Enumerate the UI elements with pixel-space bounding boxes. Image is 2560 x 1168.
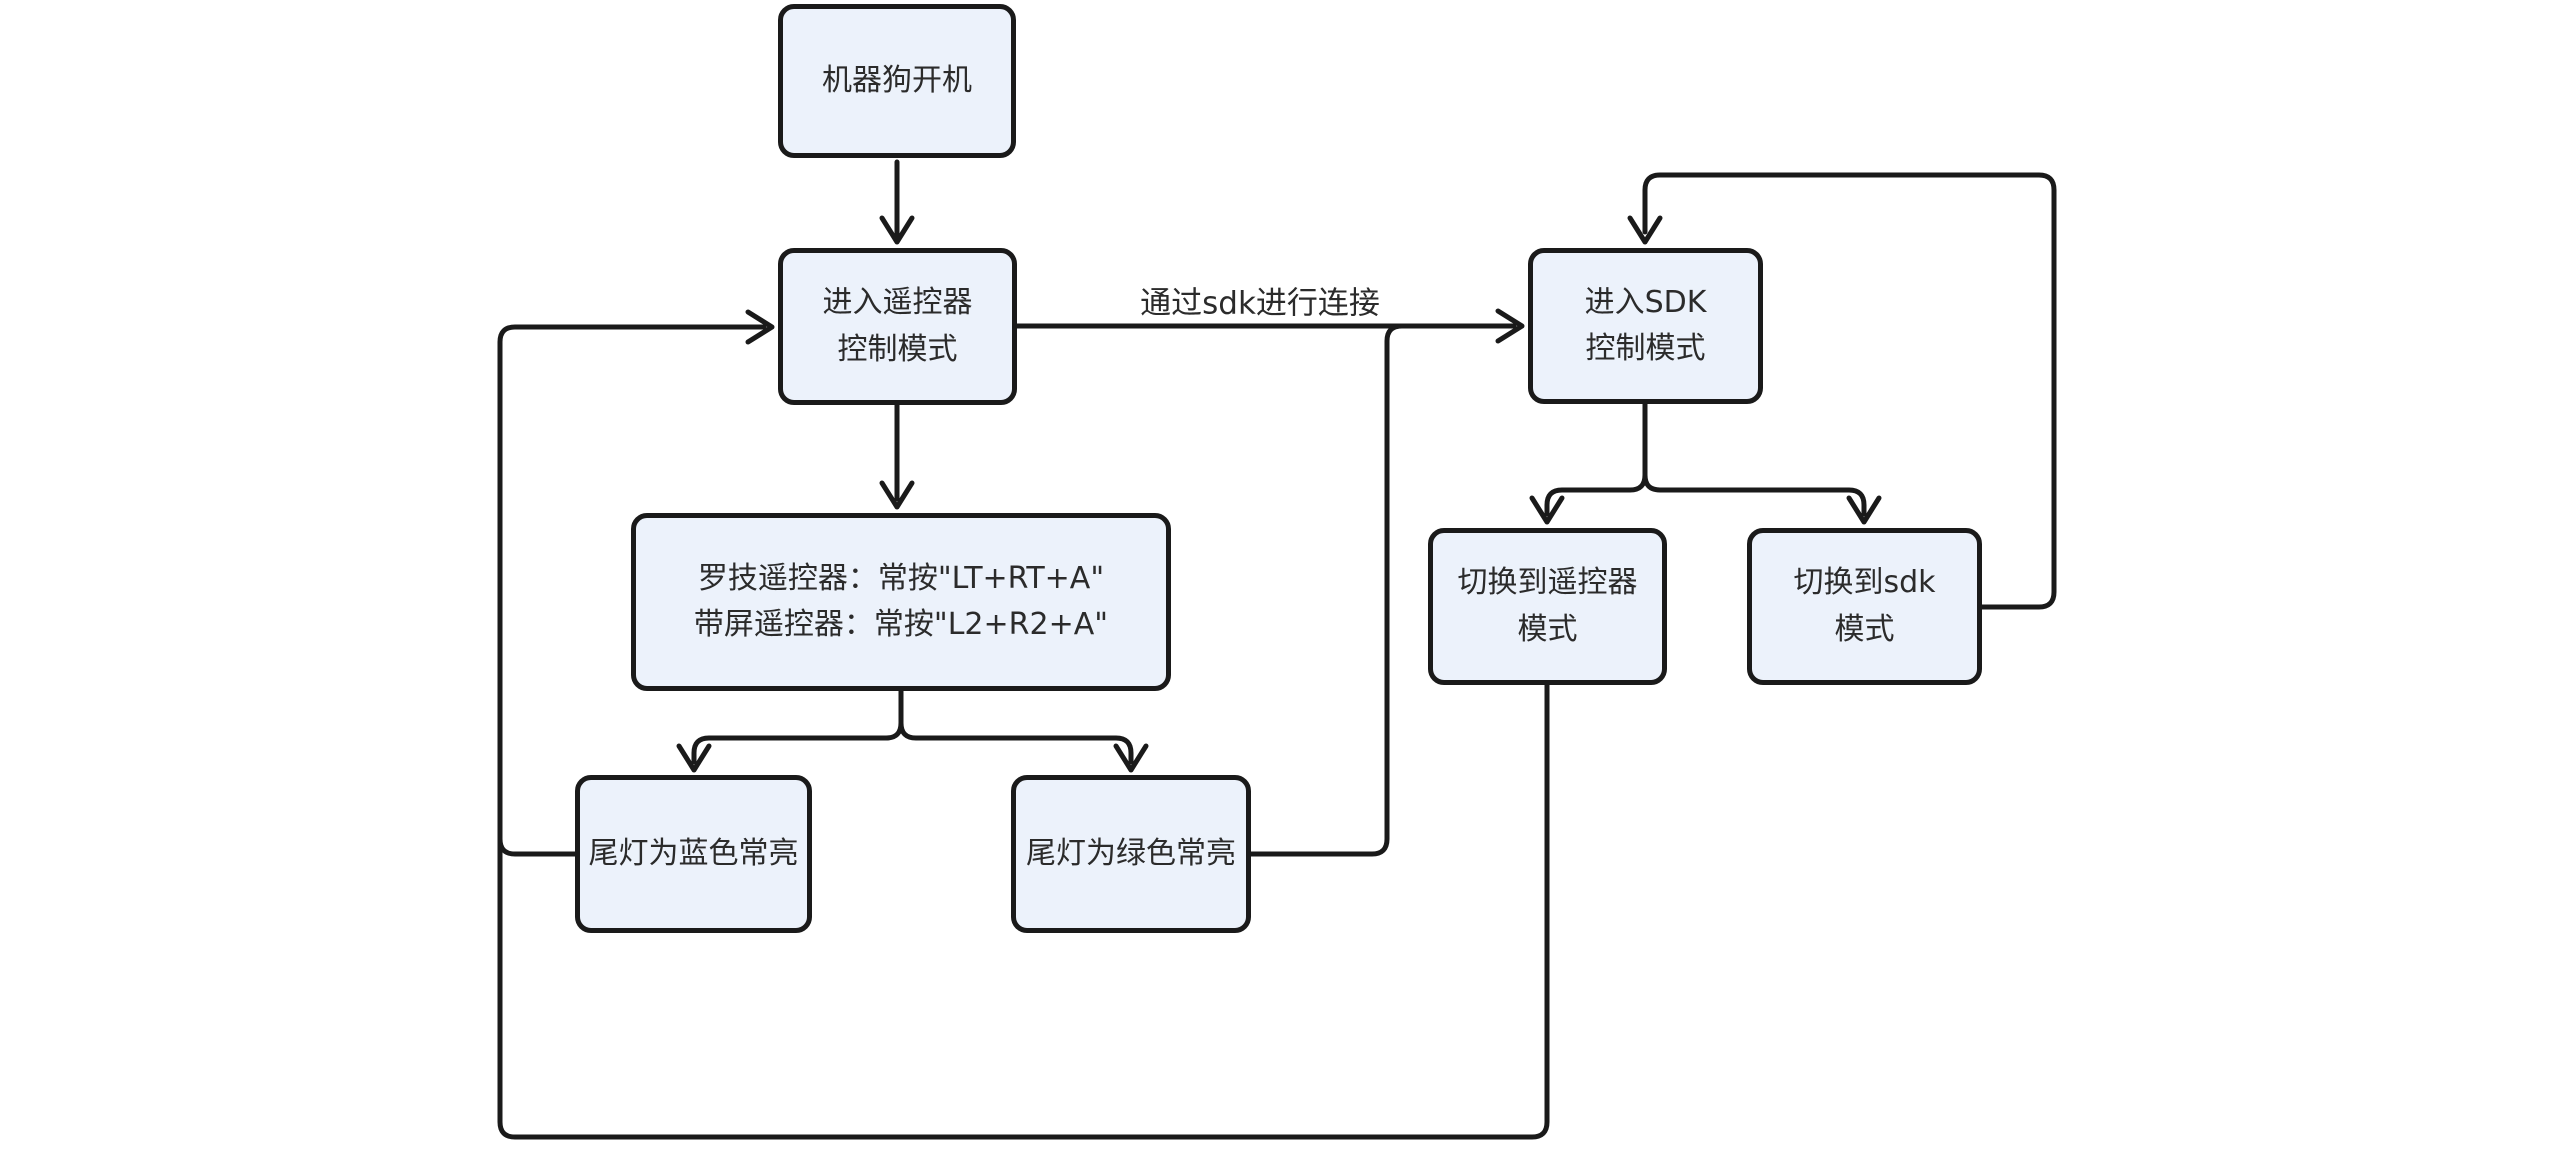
node-switch-to-remote-mode-line1: 切换到遥控器 — [1457, 565, 1638, 600]
node-remote-control-mode-line1: 进入遥控器 — [822, 285, 973, 320]
edge-instructions-to-tailgreen — [898, 688, 1134, 765]
node-switch-to-sdk-mode-line1: 切换到sdk — [1793, 565, 1936, 600]
arrowhead-switchsdk-to-sdkmode — [1627, 215, 1663, 245]
node-power-on: 机器狗开机 — [778, 4, 1016, 158]
node-taillight-blue: 尾灯为蓝色常亮 — [575, 775, 812, 933]
arrowhead-switchremote-to-remotemode — [745, 309, 775, 345]
node-sdk-control-mode-line1: 进入SDK — [1584, 284, 1707, 320]
node-taillight-green: 尾灯为绿色常亮 — [1011, 775, 1251, 933]
node-power-on-label: 机器狗开机 — [822, 62, 972, 98]
node-switch-to-remote-mode-line2: 模式 — [1517, 611, 1578, 647]
node-remote-button-instructions-line2: 带屏遥控器：常按"L2+R2+A" — [693, 607, 1109, 642]
node-switch-to-sdk-mode: 切换到sdk 模式 — [1747, 528, 1982, 685]
node-remote-control-mode: 进入遥控器 控制模式 — [778, 248, 1017, 405]
edge-switchsdk-to-sdkmode — [1642, 172, 2057, 610]
node-remote-button-instructions-line1: 罗技遥控器：常按"LT+RT+A" — [697, 560, 1105, 596]
edge-tailgreen-to-sdkmode — [1248, 323, 1515, 857]
arrowhead-sdkmode-to-switchremote — [1529, 495, 1565, 525]
edge-sdkmode-to-switchsdk — [1642, 401, 1867, 517]
node-sdk-control-mode-line2: 控制模式 — [1585, 331, 1706, 366]
node-switch-to-remote-mode: 切换到遥控器 模式 — [1428, 528, 1667, 685]
node-switch-to-sdk-mode-line2: 模式 — [1834, 611, 1895, 647]
edge-switchremote-to-remotemode — [497, 324, 1550, 1140]
edge-label-sdk-connect: 通过sdk进行连接 — [1134, 277, 1386, 323]
arrowhead-sdkmode-to-switchsdk — [1846, 495, 1882, 525]
node-taillight-blue-label: 尾灯为蓝色常亮 — [588, 835, 799, 871]
node-remote-control-mode-line2: 控制模式 — [837, 331, 958, 367]
edge-instructions-to-tailblue — [691, 688, 904, 765]
edge-tailblue-to-remotemode — [497, 836, 578, 857]
arrowhead-instructions-to-tailgreen — [1113, 743, 1149, 773]
node-sdk-control-mode: 进入SDK 控制模式 — [1528, 248, 1763, 404]
arrowhead-poweron-to-remotemode — [879, 215, 915, 245]
arrowhead-remotemode-to-instructions — [879, 480, 915, 510]
arrowhead-instructions-to-tailblue — [676, 743, 712, 773]
node-taillight-green-label: 尾灯为绿色常亮 — [1026, 835, 1236, 871]
arrowhead-remotemode-to-sdkmode — [1495, 308, 1525, 344]
node-remote-button-instructions: 罗技遥控器：常按"LT+RT+A" 带屏遥控器：常按"L2+R2+A" — [631, 513, 1171, 691]
